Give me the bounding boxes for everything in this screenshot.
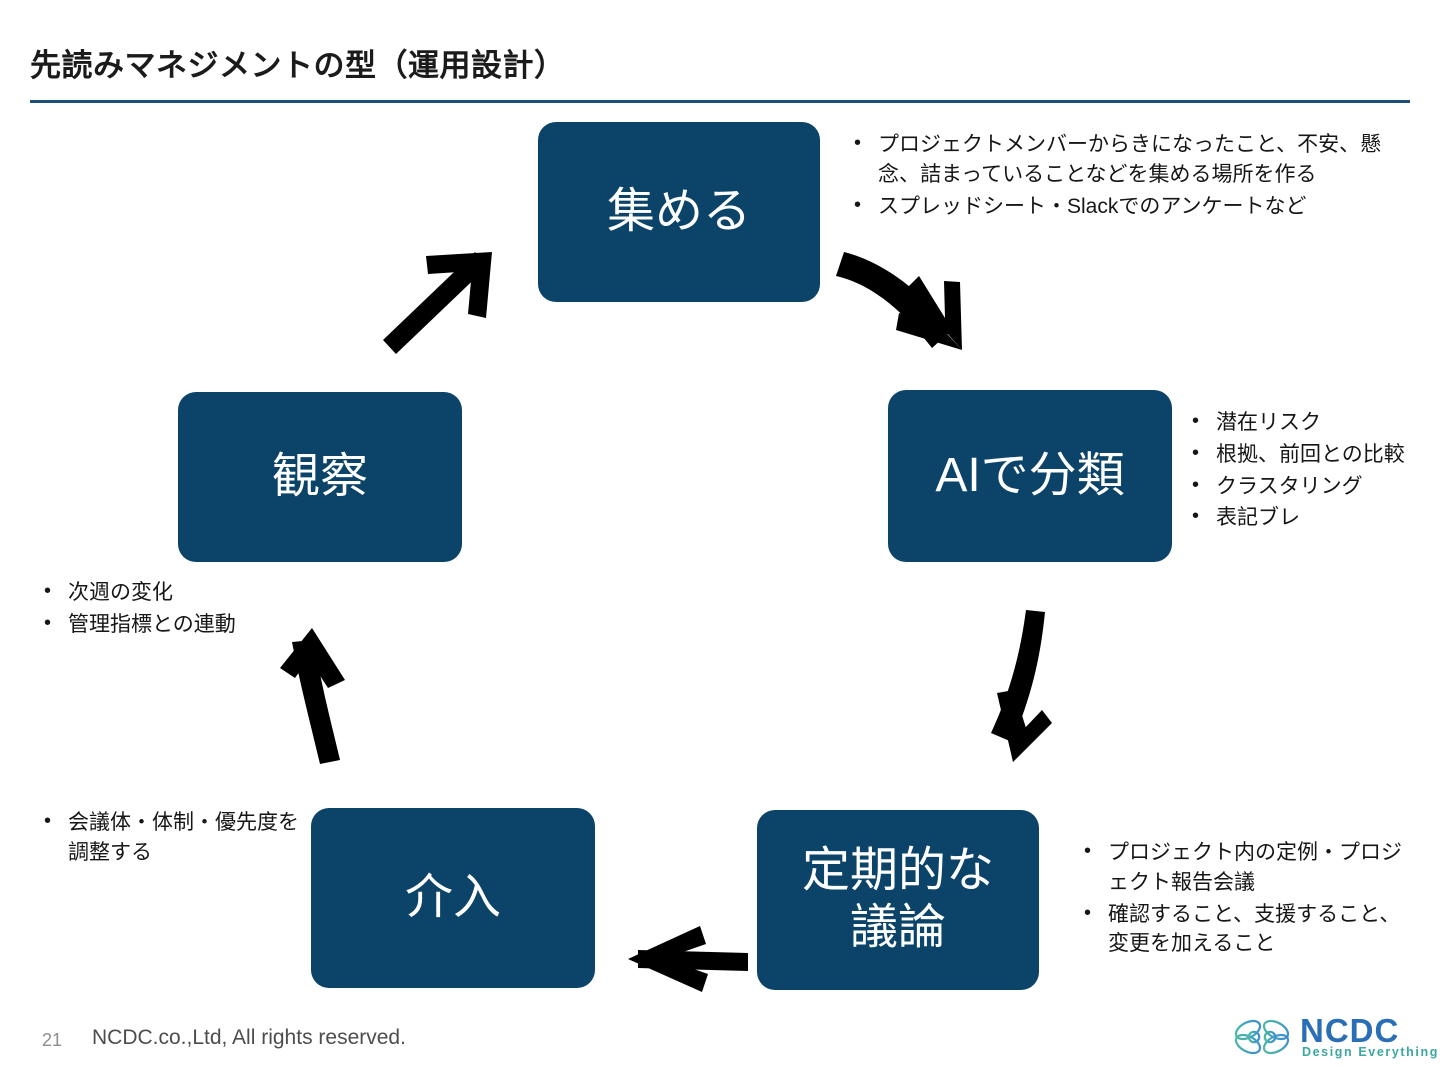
note-item: プロジェクトメンバーからきになったこと、不安、懸念、詰まっていることなどを集める… <box>848 129 1408 190</box>
note-item: プロジェクト内の定例・プロジェクト報告会議 <box>1078 837 1408 898</box>
cycle-node-discuss-label-line1: 定期的な <box>801 844 994 898</box>
copyright-text: NCDC.co.,Ltd, All rights reserved. <box>92 1026 406 1049</box>
page-title: 先読みマネジメントの型（運用設計） <box>30 48 566 83</box>
arrow-classify-to-discuss <box>991 610 1052 762</box>
notes-collect: プロジェクトメンバーからきになったこと、不安、懸念、詰まっていることなどを集める… <box>848 129 1408 223</box>
arrow-observe-to-collect <box>383 252 492 354</box>
ncdc-tagline: Design Everything <box>1302 1045 1439 1059</box>
note-item: 表記ブレ <box>1186 502 1436 533</box>
notes-intervene: 会議体・体制・優先度を調整する <box>38 807 313 870</box>
note-item: 確認すること、支援すること、変更を加えること <box>1078 899 1408 960</box>
notes-discuss: プロジェクト内の定例・プロジェクト報告会議 確認すること、支援すること、変更を加… <box>1078 837 1408 961</box>
notes-observe: 次週の変化 管理指標との連動 <box>38 577 338 642</box>
note-item: クラスタリング <box>1186 471 1436 502</box>
cycle-node-classify[interactable]: AIで分類 <box>888 390 1172 562</box>
arrow-discuss-to-intervene <box>628 926 748 992</box>
cycle-node-collect-label: 集める <box>606 184 751 238</box>
cycle-node-discuss-label-line2: 議論 <box>849 901 946 954</box>
cycle-node-intervene-label: 介入 <box>404 870 501 924</box>
title-divider <box>30 100 1410 103</box>
note-item: 管理指標との連動 <box>38 609 338 640</box>
cycle-node-observe-label: 観察 <box>271 449 368 503</box>
note-item: 次週の変化 <box>38 577 338 608</box>
note-item: 会議体・体制・優先度を調整する <box>38 807 313 868</box>
ncdc-logo-mark-icon <box>1234 1019 1290 1055</box>
note-item: 潜在リスク <box>1186 407 1436 438</box>
cycle-node-classify-label: AIで分類 <box>935 448 1125 502</box>
cycle-node-collect[interactable]: 集める <box>538 122 820 302</box>
note-item: スプレッドシート・Slackでのアンケートなど <box>848 191 1408 222</box>
cycle-node-discuss[interactable]: 定期的な 議論 <box>757 810 1039 990</box>
cycle-node-observe[interactable]: 観察 <box>178 392 462 562</box>
note-item: 根拠、前回との比較 <box>1186 439 1436 470</box>
page-number: 21 <box>42 1030 63 1050</box>
notes-classify: 潜在リスク 根拠、前回との比較 クラスタリング 表記ブレ <box>1186 407 1436 535</box>
arrow-collect-to-classify <box>836 252 962 350</box>
ncdc-wordmark: NCDC <box>1300 1012 1400 1049</box>
cycle-node-intervene[interactable]: 介入 <box>311 808 595 988</box>
arrow-intervene-to-observe <box>280 628 345 764</box>
